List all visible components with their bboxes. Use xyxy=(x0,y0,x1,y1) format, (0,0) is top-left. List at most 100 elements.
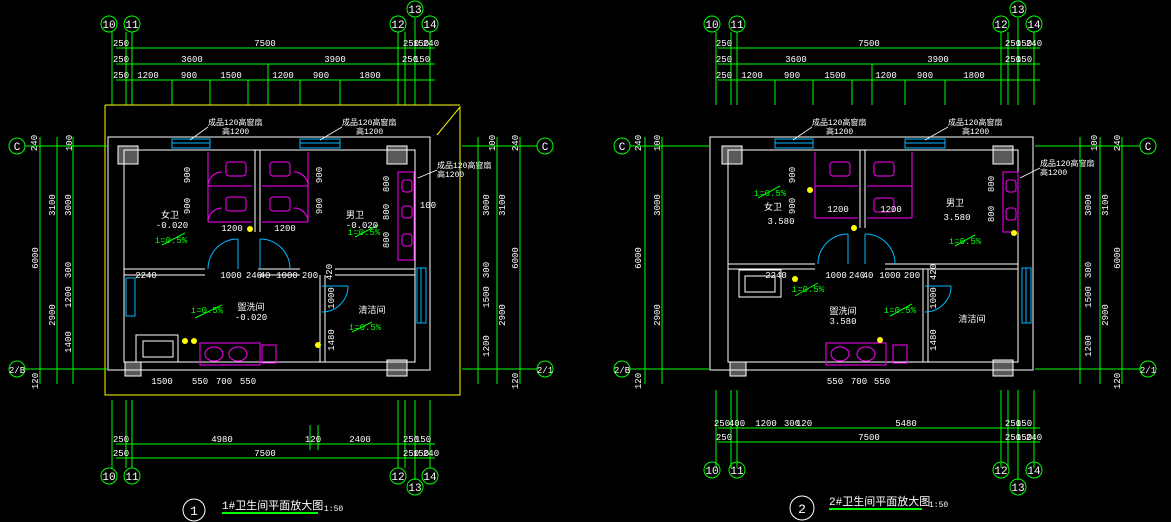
dim-interior: 800 xyxy=(987,206,997,222)
dim-interior: 1500 xyxy=(151,377,173,387)
dim-bottom-row1: 300 xyxy=(784,419,800,429)
dim-top-row2: 150 xyxy=(414,55,430,65)
stall-door-swing xyxy=(293,171,309,187)
toilet-partitions xyxy=(199,152,415,366)
axis-label-14-bottom: 14 xyxy=(1027,466,1041,478)
window-note: 成品120高窗扇 xyxy=(1040,158,1094,169)
dim-interior: 1000 xyxy=(825,271,847,281)
floor-drain xyxy=(807,187,813,193)
axis-label-14-top: 14 xyxy=(1027,20,1041,32)
axis-label-13-top: 13 xyxy=(408,5,421,17)
dim-interior: 800 xyxy=(382,232,392,248)
slope-label: i=0.5% xyxy=(792,285,825,295)
axis-label-12-top: 12 xyxy=(994,20,1007,32)
column xyxy=(721,145,743,165)
dim-interior: 900 xyxy=(788,167,798,183)
axis-label-21-right: 2/1 xyxy=(537,366,553,376)
dim-right: 6000 xyxy=(1113,247,1123,269)
dim-top-row2: 3600 xyxy=(181,55,203,65)
dim-right: 100 xyxy=(488,135,498,151)
room-level: -0.020 xyxy=(156,221,188,231)
top-dimension-lines xyxy=(715,18,1040,105)
dim-bottom-row1: 400 xyxy=(729,419,745,429)
toilet-partitions xyxy=(814,152,1019,366)
dim-top-row2: 250 xyxy=(716,55,732,65)
dim-bottom-row2: 7500 xyxy=(858,433,880,443)
window-note: 高1200 xyxy=(356,126,383,137)
axis-label-C-left: C xyxy=(619,142,626,154)
leader-lines xyxy=(792,126,1041,179)
urinal xyxy=(401,179,413,193)
vanity-counter xyxy=(825,342,887,366)
column xyxy=(117,145,139,165)
window-note: 成品120高窗扇 xyxy=(812,117,866,128)
floor-drains xyxy=(182,226,321,348)
dim-interior: 1000 xyxy=(220,271,242,281)
plan-2: 10 11 12 13 14 250 7500 2 xyxy=(613,0,1157,521)
toilet xyxy=(269,161,291,177)
leader-lines xyxy=(189,126,438,179)
dim-bottom-row1: 2400 xyxy=(349,435,371,445)
axis-label-2B-left: 2/B xyxy=(614,366,631,376)
urinal-partition xyxy=(1002,171,1019,233)
axis-label-C-right: C xyxy=(1145,142,1152,154)
door-swing xyxy=(321,285,349,313)
dim-left: 3000 xyxy=(64,194,74,216)
toilet xyxy=(225,161,247,177)
column xyxy=(729,361,747,377)
dim-top-row1: 150 xyxy=(1016,39,1032,49)
dim-interior: 900 xyxy=(183,167,193,183)
stall-door-swing xyxy=(207,171,223,187)
floor-drains xyxy=(792,187,1017,343)
dim-left: 240 xyxy=(634,135,644,151)
floor-drain xyxy=(191,338,197,344)
wash-basin xyxy=(856,346,876,362)
dim-bottom-row1: 250 xyxy=(403,435,419,445)
dim-interior: 800 xyxy=(382,176,392,192)
dim-top-row1: 7500 xyxy=(858,39,880,49)
axis-bubble-11-bottom xyxy=(728,461,746,479)
building-outline xyxy=(104,104,461,396)
dim-bottom-row2: 240 xyxy=(423,449,439,459)
right-dimension-lines xyxy=(462,137,554,384)
plan-scale: 1:50 xyxy=(929,501,948,510)
dim-left: 3100 xyxy=(48,194,58,216)
door-swing xyxy=(259,238,291,270)
axis-label-21-right: 2/1 xyxy=(1140,366,1156,376)
dim-right: 300 xyxy=(482,262,492,278)
dim-bottom-row1: 4980 xyxy=(211,435,233,445)
dim-interior: 240 xyxy=(849,271,865,281)
dim-bottom-row1: 250 xyxy=(714,419,730,429)
floor-drain xyxy=(851,225,857,231)
dim-bottom-row1: 120 xyxy=(796,419,812,429)
dim-bottom-row1: 1200 xyxy=(755,419,777,429)
dim-right: 240 xyxy=(1113,135,1123,151)
room-name: 女卫 xyxy=(161,209,179,221)
dim-top-row1: 250 xyxy=(113,39,129,49)
dim-top-row1: 250 xyxy=(716,39,732,49)
dim-left: 100 xyxy=(65,135,75,151)
utility-basin xyxy=(135,334,179,363)
slope-arrows xyxy=(757,185,976,317)
dim-interior: 1200 xyxy=(827,205,849,215)
dim-interior: 550 xyxy=(192,377,208,387)
dim-right: 3100 xyxy=(498,194,508,216)
dim-interior: 900 xyxy=(183,198,193,214)
slope-label: i=0.5% xyxy=(949,237,982,247)
column xyxy=(386,145,408,165)
dim-interior: 550 xyxy=(874,377,890,387)
plan-scale: 1:50 xyxy=(324,505,343,514)
dim-right: 6000 xyxy=(511,247,521,269)
dim-interior: 700 xyxy=(216,377,232,387)
dim-top-row2: 250 xyxy=(113,55,129,65)
dim-bottom-row1: 5480 xyxy=(895,419,917,429)
axis-label-10-bottom: 10 xyxy=(102,472,115,484)
dim-interior: 40 xyxy=(260,271,271,281)
axis-bubble-11-bottom xyxy=(123,467,141,485)
room-level: -0.020 xyxy=(346,221,378,231)
wash-basin xyxy=(228,346,248,362)
dim-interior: 2240 xyxy=(135,271,157,281)
window-left xyxy=(125,277,136,317)
axis-label-10-top: 10 xyxy=(705,20,718,32)
